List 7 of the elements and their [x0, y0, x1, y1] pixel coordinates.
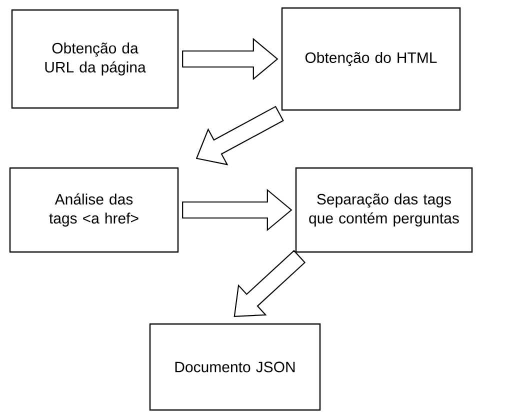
- block-arrow: [182, 188, 292, 232]
- process-box: Obtenção da URL da página: [11, 9, 179, 109]
- process-box: Análise das tags <a href>: [9, 167, 179, 253]
- process-box: Separação das tags que contém perguntas: [295, 167, 473, 253]
- process-box: Obtenção do HTML: [281, 7, 461, 111]
- process-box: Documento JSON: [149, 323, 321, 411]
- block-arrow: [182, 38, 278, 80]
